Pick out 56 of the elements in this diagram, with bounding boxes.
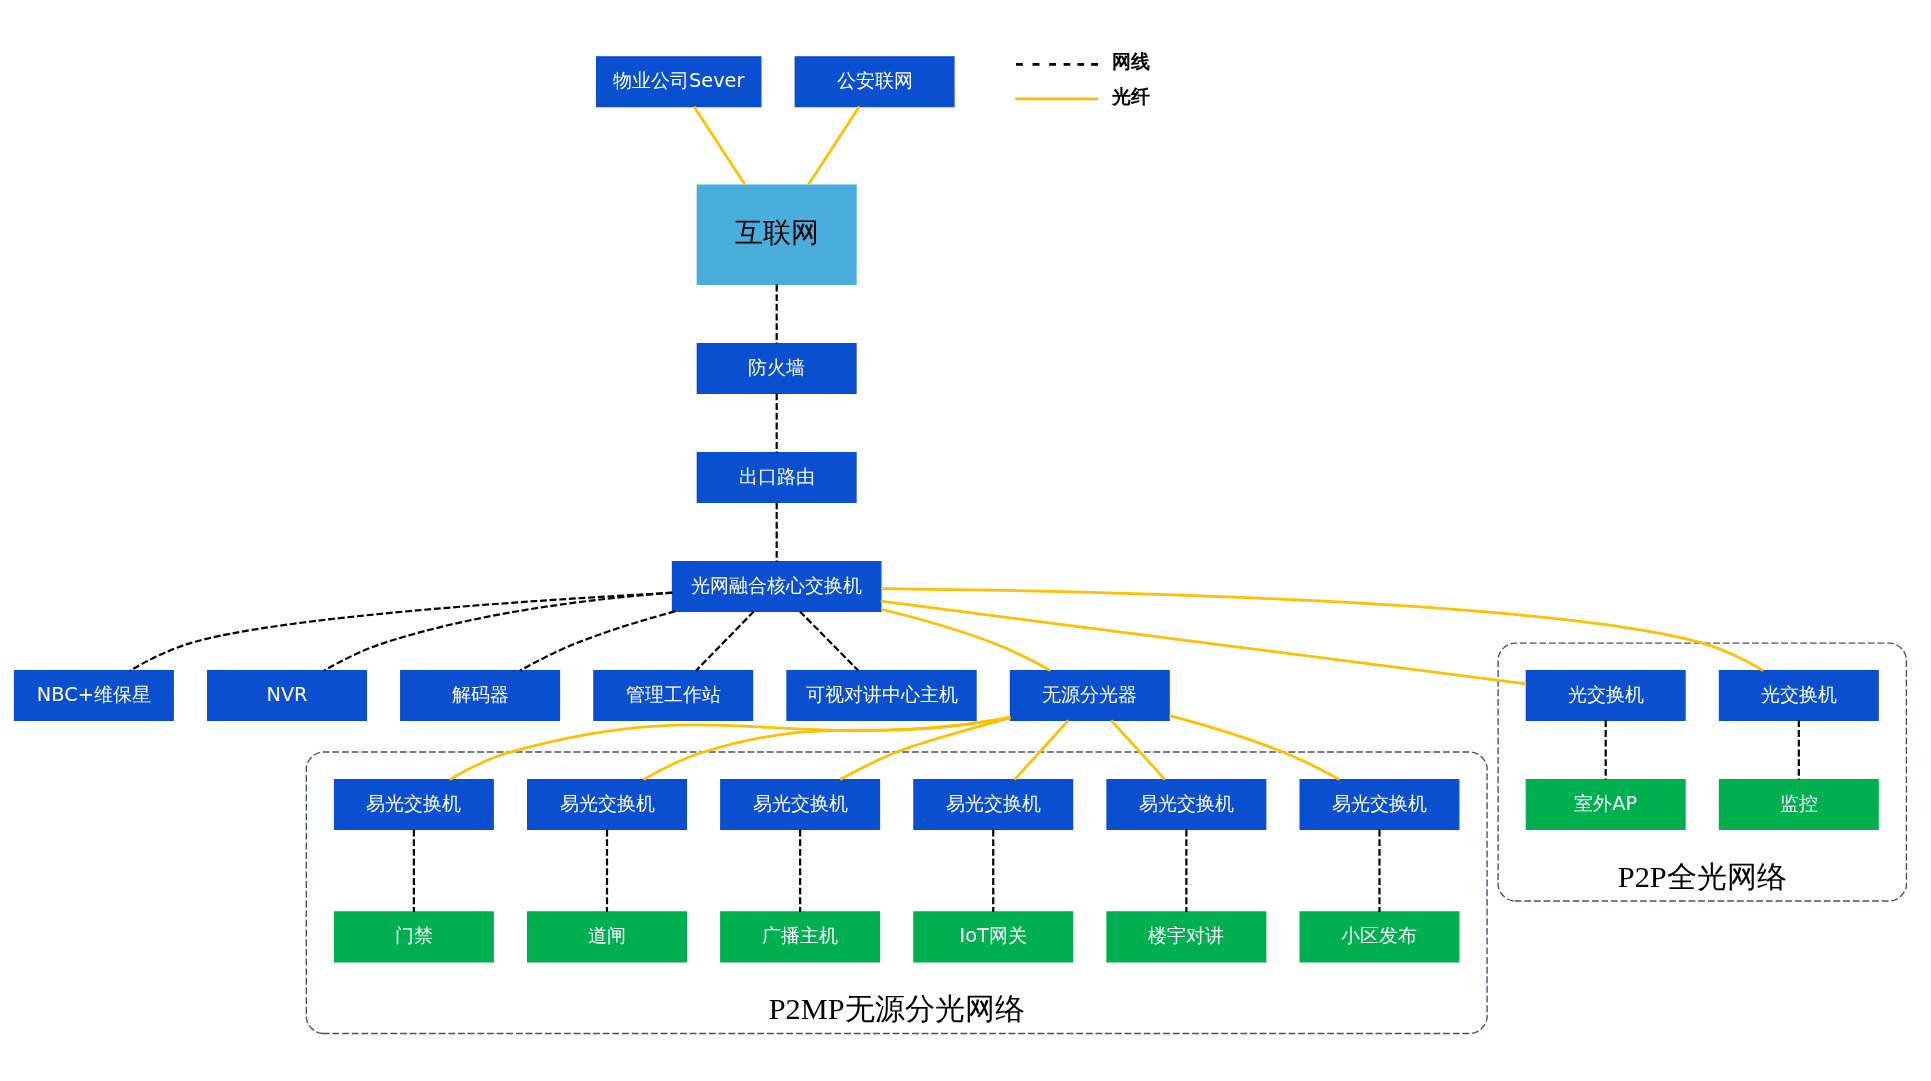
node-box: 门禁 <box>333 910 494 962</box>
node-box: NBC+维保星 <box>13 669 174 721</box>
connector <box>519 609 675 671</box>
node-box: 易光交换机 <box>1298 778 1459 830</box>
connector <box>1377 829 1381 912</box>
connector <box>1604 719 1607 780</box>
connector <box>412 829 415 912</box>
connector <box>775 284 778 344</box>
connector <box>991 829 994 912</box>
connector <box>694 610 754 671</box>
connector <box>642 715 1011 781</box>
connector <box>448 715 1011 781</box>
connector <box>775 502 778 562</box>
node-box: 广播主机 <box>719 910 880 962</box>
connector <box>880 607 1051 672</box>
node-box: 室外AP <box>1525 778 1686 830</box>
node-box: 防火墙 <box>696 342 857 394</box>
node-box: 易光交换机 <box>912 778 1073 830</box>
node-box: 公安联网 <box>794 55 955 107</box>
node-box: 无源分光器 <box>1009 669 1170 721</box>
connector <box>1013 719 1069 780</box>
node-box: 光交换机 <box>1718 669 1879 721</box>
connector <box>692 105 746 185</box>
connector <box>1184 829 1187 912</box>
connector <box>880 586 1764 672</box>
node-box: 解码器 <box>399 669 560 721</box>
connector <box>1168 713 1340 781</box>
connector <box>806 105 860 185</box>
legend-label: 网线 <box>1111 49 1150 73</box>
node-box: 易光交换机 <box>719 778 880 830</box>
node-box: 光网融合核心交换机 <box>671 560 881 612</box>
node-box: 易光交换机 <box>333 778 494 830</box>
node-box: 道闸 <box>526 910 687 962</box>
connector <box>880 599 1526 685</box>
connector <box>128 591 672 672</box>
node-box: 物业公司Sever <box>595 55 761 107</box>
connector <box>775 393 778 453</box>
node-box: 出口路由 <box>696 451 857 503</box>
node-box: 互联网 <box>696 183 857 285</box>
node-box: IoT网关 <box>912 910 1073 962</box>
node-box: 可视对讲中心主机 <box>785 669 977 721</box>
node-box: 小区发布 <box>1298 910 1459 962</box>
connector <box>1109 719 1166 780</box>
node-box: NVR <box>206 669 367 721</box>
legend-label: 光纤 <box>1111 84 1150 108</box>
connector <box>605 829 608 912</box>
connector <box>323 591 672 672</box>
node-box: 易光交换机 <box>526 778 687 830</box>
node-box: 管理工作站 <box>592 669 753 721</box>
connector <box>798 829 801 912</box>
node-box: 监控 <box>1718 778 1879 830</box>
node-box: 易光交换机 <box>1105 778 1266 830</box>
node-box: 光交换机 <box>1525 669 1686 721</box>
node-box: 楼宇对讲 <box>1105 910 1266 962</box>
connector <box>798 610 859 671</box>
connector <box>1797 719 1800 780</box>
